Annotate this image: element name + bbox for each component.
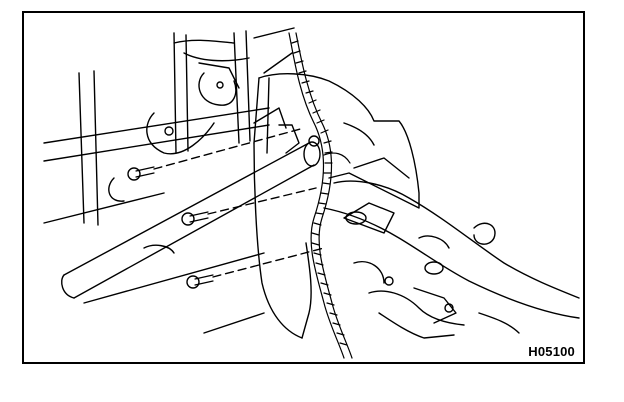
seat-back-frame <box>43 27 295 226</box>
floor-line <box>83 244 265 334</box>
technical-illustration <box>43 27 580 359</box>
side-panel-trim <box>253 73 420 339</box>
mounting-screw <box>181 187 317 226</box>
floor-bracket <box>323 180 580 339</box>
mounting-screw <box>127 127 305 181</box>
figure-code: H05100 <box>528 344 575 359</box>
diagram-frame: H05100 <box>22 11 585 364</box>
mounting-screw <box>186 247 325 289</box>
crossbar-tube <box>61 141 321 299</box>
wire-harness <box>288 32 353 359</box>
